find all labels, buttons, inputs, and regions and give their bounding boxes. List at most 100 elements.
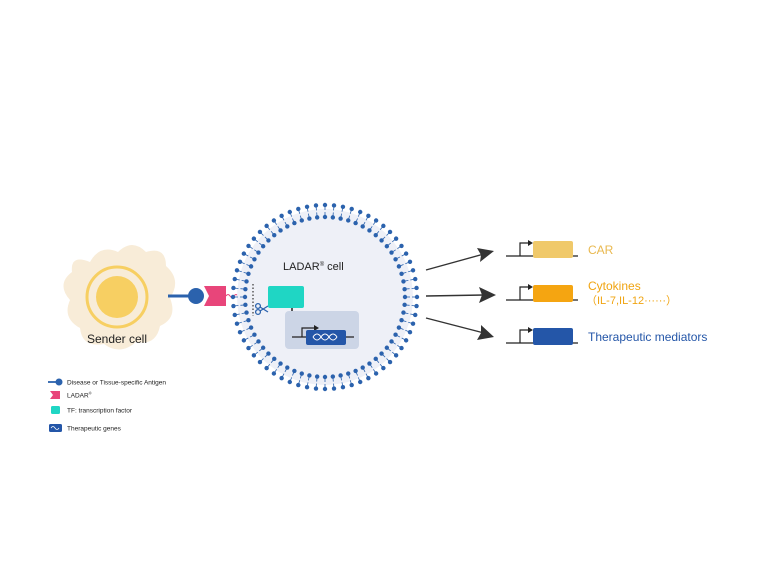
- lipid-head: [242, 294, 248, 300]
- lipid-head: [248, 325, 254, 330]
- lipid-head: [331, 386, 337, 391]
- lipid-head: [266, 238, 271, 243]
- lipid-head: [271, 371, 277, 376]
- lipid-head: [271, 218, 277, 223]
- lipid-head: [299, 218, 304, 223]
- lipid-head: [393, 353, 399, 358]
- lipid-head: [304, 204, 310, 209]
- lipid-head: [373, 371, 379, 376]
- lipid-head: [304, 385, 310, 390]
- legend-item-tf: TF: transcription factor: [51, 406, 133, 415]
- lipid-head: [244, 279, 249, 284]
- lipid-head: [414, 294, 420, 300]
- lipid-head: [230, 294, 236, 300]
- svg-text:Disease or Tissue-specific Ant: Disease or Tissue-specific Antigen: [67, 380, 166, 387]
- promoter-arrow-icon: [519, 242, 530, 256]
- lipid-head: [379, 238, 384, 243]
- lipid-head: [373, 218, 379, 223]
- lipid-head: [279, 213, 284, 219]
- legend-item-ladar: LADAR®: [50, 391, 92, 400]
- therapeutic-gene-icon: [49, 424, 62, 432]
- lipid-head: [399, 345, 404, 351]
- lipid-head: [381, 365, 386, 371]
- lipid-head: [322, 214, 328, 220]
- lipid-head: [278, 361, 283, 366]
- lipid-head: [353, 220, 358, 226]
- lipid-head: [358, 209, 363, 215]
- lipid-head: [403, 251, 409, 256]
- sender-nucleus: [96, 276, 138, 318]
- output-label: CAR: [588, 243, 614, 257]
- antigen-icon: [55, 378, 63, 386]
- lipid-head: [252, 257, 257, 262]
- ladar-cell-body: [237, 209, 413, 385]
- sender-cell-label: Sender cell: [87, 332, 147, 346]
- lipid-head: [257, 359, 263, 365]
- lipid-head: [260, 345, 266, 350]
- lipid-head: [248, 264, 254, 269]
- output-gene-cytokines: Cytokines（IL-7,IL-12······）: [506, 279, 677, 307]
- output-arrows: [425, 248, 496, 340]
- lipid-head: [414, 303, 419, 309]
- lipid-head: [349, 206, 354, 212]
- lipid-head: [314, 374, 320, 379]
- dna-icon: [312, 333, 338, 341]
- lipid-head: [330, 215, 336, 220]
- lipid-head: [296, 382, 301, 388]
- lipid-head: [389, 339, 394, 344]
- arrow-to-mediators: [425, 317, 485, 334]
- promoter-arrow-icon: [519, 329, 530, 343]
- lipid-head: [237, 259, 243, 264]
- lipid-head: [278, 228, 283, 233]
- gene-block: [533, 285, 573, 302]
- lipid-head: [349, 382, 354, 388]
- output-sublabel: （IL-7,IL-12······）: [586, 294, 677, 307]
- ladar-receptor-icon: [50, 391, 60, 399]
- lipid-head: [246, 345, 251, 351]
- lipid-head: [381, 223, 386, 229]
- lipid-head: [396, 264, 402, 269]
- lipid-head: [313, 386, 319, 391]
- lipid-head: [241, 338, 247, 343]
- scissors-icon: [254, 302, 269, 316]
- lipid-head: [396, 325, 402, 330]
- output-label: Cytokines: [588, 279, 641, 293]
- lipid-head: [257, 229, 263, 235]
- lipid-head: [272, 356, 277, 362]
- therapeutic-gene-box: [285, 311, 359, 349]
- lipid-head: [399, 243, 404, 249]
- lipid-head: [393, 332, 398, 337]
- lipid-head: [232, 312, 237, 318]
- lipid-head: [252, 332, 257, 337]
- lipid-head: [292, 220, 297, 226]
- lipid-head: [256, 250, 261, 255]
- sender-nucleus-ring: [85, 265, 149, 329]
- lipid-head: [234, 321, 240, 326]
- lipid-head: [307, 216, 312, 221]
- output-label: Therapeutic mediators: [588, 330, 707, 344]
- lipid-head: [338, 216, 343, 221]
- lipid-head: [402, 286, 407, 292]
- transcription-factor-icon: [51, 406, 60, 414]
- output-genes: CAR Cytokines（IL-7,IL-12······） Therapeuti…: [506, 240, 707, 345]
- antigen: [168, 288, 204, 304]
- lipid-head: [231, 285, 236, 291]
- lipid-head: [340, 204, 346, 209]
- lipid-head: [403, 338, 409, 343]
- lipid-head: [401, 310, 406, 315]
- lipid-head: [246, 271, 251, 276]
- lipid-head: [260, 244, 266, 249]
- lipid-head: [407, 259, 413, 264]
- lipid-head: [387, 359, 393, 365]
- lipid-head: [234, 268, 240, 273]
- lipid-head: [299, 371, 304, 376]
- lipid-head: [401, 279, 406, 284]
- lipid-head: [366, 213, 371, 219]
- promoter-arrow-icon: [519, 286, 530, 300]
- lipid-head: [307, 373, 312, 378]
- lipid-head: [287, 209, 292, 215]
- lipid-head: [389, 250, 394, 255]
- legend-item-antigen: Disease or Tissue-specific Antigen: [48, 378, 166, 387]
- lipid-head: [241, 251, 247, 256]
